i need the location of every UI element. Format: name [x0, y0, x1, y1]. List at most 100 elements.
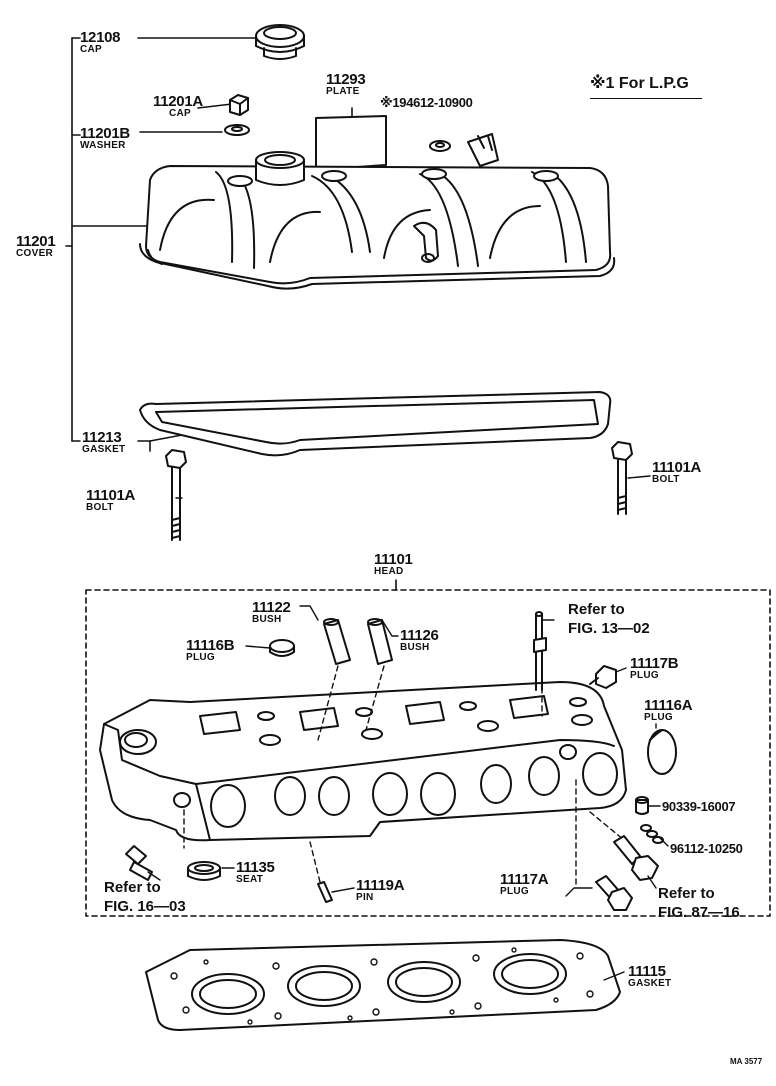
label-11122: 11122 BUSH: [252, 600, 291, 625]
part-number: 11101: [374, 551, 413, 568]
part-number: 11122: [252, 599, 291, 616]
cover-group-bracket: [65, 37, 353, 452]
lpg-bracket: [467, 133, 499, 167]
label-11115: 11115 GASKET: [628, 964, 671, 989]
label-12108: 12108 CAP: [80, 29, 121, 55]
label-11116a: 11116A PLUG: [644, 697, 693, 723]
bolt-11101a-right: [611, 441, 633, 515]
ref-fig-13-02: Refer to FIG. 13—02: [568, 602, 650, 636]
part-name: CAP: [80, 44, 103, 55]
part-number: 11116A: [644, 697, 693, 714]
label-96112: 96112-10250: [670, 842, 743, 855]
plug-11116b: [269, 639, 295, 657]
part-name: PLATE: [326, 86, 360, 97]
part-number: ※194612-10900: [380, 95, 473, 110]
label-11201: 11201 COVER: [16, 233, 56, 259]
label-11117b: 11117B PLUG: [630, 655, 679, 681]
part-name: PLUG: [500, 886, 529, 897]
lpg-washer: [429, 140, 451, 152]
ref-line1: Refer to: [568, 601, 625, 618]
part-number: 11115: [628, 963, 666, 980]
plug-11116a: [647, 729, 677, 775]
label-bolt-left: 11101A BOLT: [86, 488, 135, 513]
part-number: 11117A: [500, 871, 549, 888]
part-name: PLUG: [644, 712, 673, 723]
label-11126: 11126 BUSH: [400, 628, 439, 653]
head-cover-11201: [139, 151, 616, 290]
label-11117a: 11117A PLUG: [500, 871, 549, 897]
ref-line2: FIG. 13—02: [568, 620, 650, 637]
part-number: 11213: [82, 429, 122, 446]
label-11293: 11293 PLATE: [326, 71, 366, 97]
fuel-fitting: [125, 845, 153, 881]
plate-11293: [315, 115, 387, 171]
ref-line2: FIG. 87—16: [658, 904, 740, 921]
part-name: SEAT: [236, 874, 264, 885]
lpg-note: ※1 For L.P.G: [590, 76, 689, 92]
plug-11117a: [595, 875, 633, 911]
lpg-note-underline: [590, 98, 702, 99]
valve-guide-bush-11126: [367, 618, 393, 665]
part-number: 11116B: [186, 637, 235, 654]
part-name: GASKET: [628, 978, 672, 989]
label-11116b: 11116B PLUG: [186, 637, 235, 663]
part-name: PLUG: [630, 670, 659, 681]
part-number: 11201A: [153, 93, 203, 110]
label-11119a: 11119A PIN: [356, 877, 405, 903]
head-group-box: [85, 589, 771, 917]
part-number: 11201: [16, 233, 56, 250]
part-number: 11101A: [652, 459, 702, 476]
label-bolt-right: 11101A BOLT: [652, 460, 701, 485]
lpg-note-text: ※1 For L.P.G: [590, 75, 689, 92]
part-name: HEAD: [374, 566, 404, 577]
part-name: PLUG: [186, 652, 215, 663]
part-name: BUSH: [400, 642, 430, 653]
bolt-11101a-left: [165, 449, 187, 541]
cover-gasket-11213: [139, 391, 612, 457]
ref-fig-87-16: Refer to FIG. 87—16: [658, 886, 740, 920]
oil-filler-cap-12108: [255, 24, 305, 60]
part-number: 11101A: [86, 487, 136, 504]
leader-lines: [147, 475, 669, 981]
dowel-pin-11119a: [317, 881, 333, 903]
washer-11201b: [224, 124, 250, 136]
label-lpg-part: ※194612-10900: [380, 96, 473, 109]
valve-seat-11135: [187, 861, 221, 881]
part-name: PIN: [356, 892, 374, 903]
ref-line2: FIG. 16—03: [104, 898, 186, 915]
part-number: 96112-10250: [670, 841, 743, 856]
label-11135: 11135 SEAT: [236, 860, 275, 885]
part-name: BUSH: [252, 614, 282, 625]
label-11101: 11101 HEAD: [374, 552, 413, 577]
valve-guide-bush-11122: [323, 618, 351, 665]
part-number: 11293: [326, 71, 366, 88]
part-name: CAP: [169, 108, 192, 119]
cap-nut-11201a: [229, 94, 249, 116]
label-11201b: 11201B WASHER: [80, 126, 130, 151]
rocker-stud: [533, 611, 547, 691]
plug-90339-16007: [635, 796, 649, 815]
label-90339: 90339-16007: [662, 800, 736, 813]
part-number: 11135: [236, 859, 275, 876]
cylinder-head-11101: [99, 681, 627, 842]
part-name: GASKET: [82, 444, 126, 455]
drawing-code: MA 3577: [730, 1057, 763, 1066]
ref-line1: Refer to: [104, 879, 161, 896]
label-11201a: 11201A CAP: [153, 94, 203, 119]
banjo-bolt: [613, 835, 659, 881]
head-gasket-11115: [145, 939, 621, 1031]
part-number: 11126: [400, 627, 439, 644]
part-number: 11201B: [80, 125, 130, 142]
washer-96112-10250: [640, 824, 664, 844]
part-name: BOLT: [86, 502, 114, 513]
ref-fig-16-03: Refer to FIG. 16—03: [104, 880, 186, 914]
part-name: COVER: [16, 248, 54, 259]
part-number: 11119A: [356, 877, 405, 894]
ref-line1: Refer to: [658, 885, 715, 902]
part-number: 11117B: [630, 655, 679, 672]
label-11213: 11213 GASKET: [82, 430, 125, 455]
part-number: 12108: [80, 29, 121, 46]
plug-11117b: [589, 665, 617, 689]
part-name: BOLT: [652, 474, 680, 485]
